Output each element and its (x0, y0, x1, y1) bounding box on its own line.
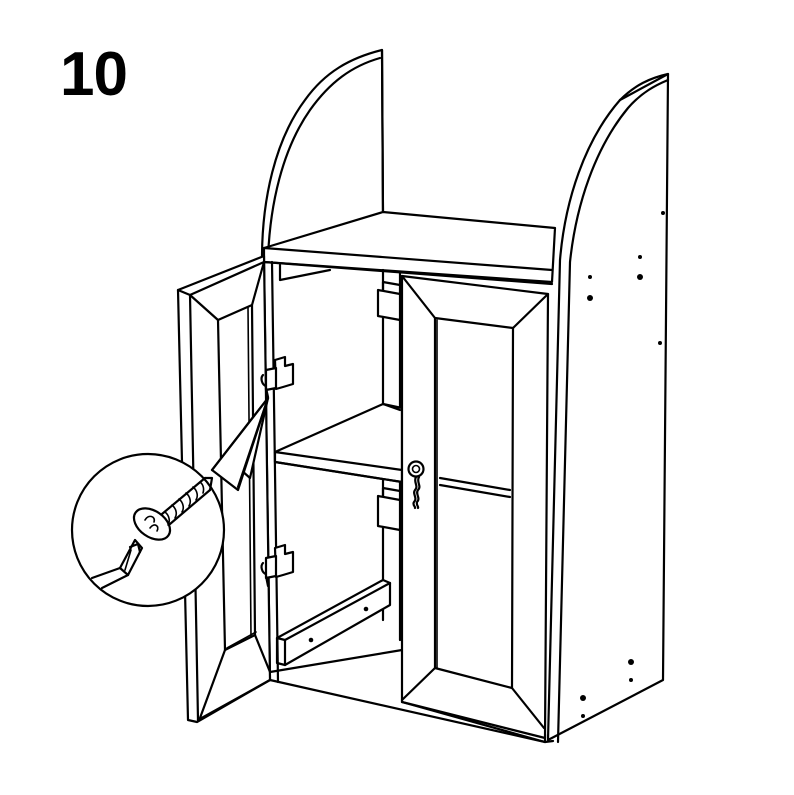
middle-shelf (275, 404, 402, 482)
left-side-panel (262, 50, 383, 258)
right-side-panel (548, 74, 668, 742)
left-door (178, 256, 270, 722)
lower-hinge-icon (262, 545, 293, 586)
right-door (402, 276, 553, 742)
screw-icon (128, 478, 212, 546)
step-number: 10 (60, 40, 128, 109)
bottom-rail (277, 580, 390, 665)
phillips-screwdriver-icon (92, 540, 142, 588)
shelf-support-blocks (378, 282, 400, 530)
key-lock-icon (409, 462, 424, 509)
upper-hinge-icon (262, 357, 293, 397)
